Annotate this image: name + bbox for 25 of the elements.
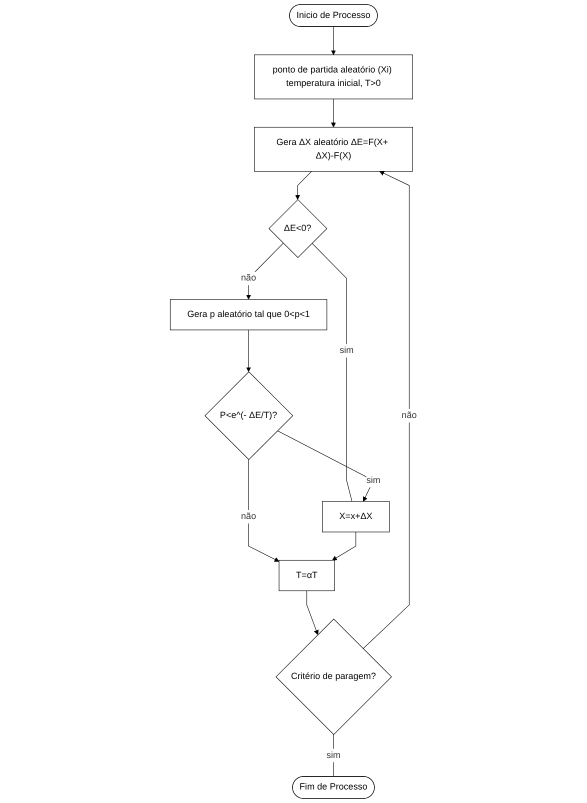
arrow [295, 171, 312, 200]
arrow [248, 459, 280, 562]
arrow [246, 242, 284, 300]
arrow [331, 26, 336, 56]
node-diamond: P<e^(- ΔE/T)? [204, 371, 294, 460]
node-box: T=αT [278, 560, 335, 592]
node-diamond: ΔE<0? [268, 199, 328, 258]
connector [333, 734, 334, 777]
connector [312, 242, 352, 502]
edge-label: sim [366, 475, 380, 486]
edge-label: sim [326, 750, 341, 760]
arrow [331, 98, 336, 128]
arrow [332, 532, 356, 560]
edge-label: não [402, 410, 417, 420]
edge-label: não [241, 512, 256, 522]
edge-label: sim [340, 346, 354, 356]
node-diamond: Critério de paragem? [276, 618, 392, 735]
node-box: Gera ΔX aleatório ΔE=F(X+ ΔX)-F(X) [254, 126, 413, 172]
edge-label: não [241, 273, 256, 284]
arrow [306, 590, 319, 635]
node-box: X=x+ΔX [322, 501, 390, 532]
node-box: ponto de partida aleatório (Xi) temperatura inicial, T>0 [254, 54, 413, 100]
arrow [246, 330, 252, 372]
node-box: Gera p aleatório tal que 0<p<1 [170, 299, 328, 330]
arrow [362, 171, 410, 649]
